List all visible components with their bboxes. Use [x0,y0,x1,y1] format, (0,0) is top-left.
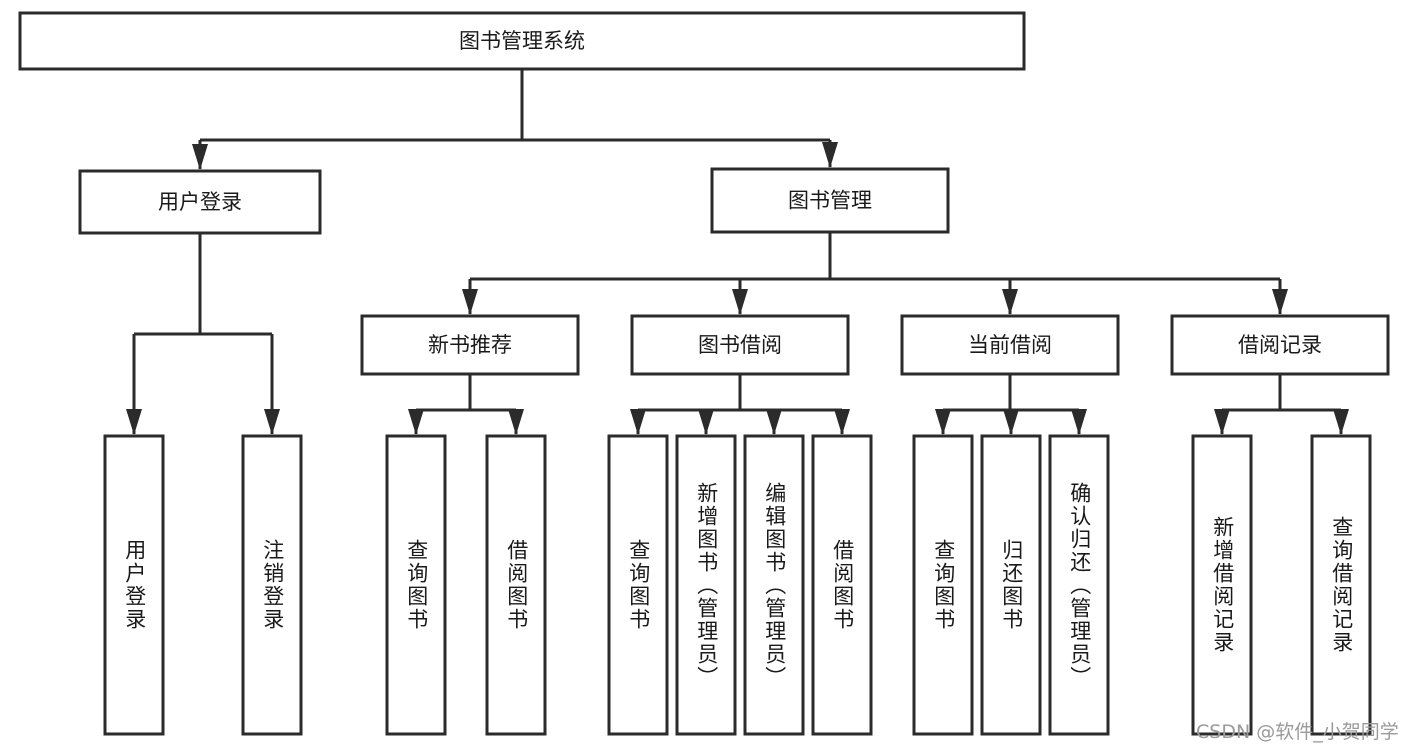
level2-node-1-box[interactable] [710,167,950,234]
leaf-node-0-box[interactable] [103,434,165,736]
leaf-node-9-box[interactable] [980,434,1042,736]
leaf-node-8-box[interactable] [912,434,974,736]
leaf-arrow-book-borrow-3 [834,409,850,435]
leaf-arrow-current-borrow-1 [1003,409,1019,435]
leaf-node-1-box[interactable] [241,434,303,736]
level3-arrow-1 [732,289,748,315]
connector-layer [126,69,1349,435]
root-node-label: 图书管理系统 [459,29,585,53]
level2-node-1-label: 图书管理 [788,189,872,213]
level2-arrow-0 [192,144,208,170]
level3-node-2-box[interactable] [900,314,1120,376]
level3-arrow-2 [1002,289,1018,315]
level3-node-3-box[interactable] [1170,314,1390,376]
leaf-arrow-new-book-recommend-1 [508,409,524,435]
leaf-arrow-borrow-record-1 [1333,409,1349,435]
level3-node-1-label: 图书借阅 [698,333,782,357]
leaf-arrow-borrow-record-0 [1214,409,1230,435]
leaf-node-12-box[interactable] [1310,434,1372,736]
leaf-node-5-box[interactable] [675,434,737,736]
level3-arrow-3 [1272,289,1288,315]
leaf-arrow-current-borrow-0 [935,409,951,435]
level2-node-0-box[interactable] [78,169,322,235]
leaf-arrow-book-borrow-1 [698,409,714,435]
leaf-arrow-user-login-1 [264,409,280,435]
leaf-arrow-new-book-recommend-0 [408,409,424,435]
leaf-node-7-box[interactable] [811,434,873,736]
csdn-watermark: CSDN @软件_小贺同学 [1196,721,1399,743]
level3-node-3-label: 借阅记录 [1238,333,1322,357]
leaf-arrow-current-borrow-2 [1071,409,1087,435]
leaf-node-10-box[interactable] [1048,434,1110,736]
level3-arrow-0 [462,289,478,315]
level2-node-0-label: 用户登录 [158,190,242,214]
leaf-arrow-book-borrow-0 [630,409,646,435]
level3-node-1-box[interactable] [630,314,850,376]
root-node-box[interactable] [18,11,1026,71]
leaf-arrow-book-borrow-2 [766,409,782,435]
leaf-node-4-box[interactable] [607,434,669,736]
leaf-node-6-box[interactable] [743,434,805,736]
leaf-node-2-box[interactable] [385,434,447,736]
level3-node-2-label: 当前借阅 [968,333,1052,357]
leaf-arrow-user-login-0 [126,409,142,435]
leaf-node-11-box[interactable] [1191,434,1253,736]
leaf-node-3-box[interactable] [485,434,547,736]
level3-node-0-label: 新书推荐 [428,333,512,357]
node-box-layer [18,11,1390,736]
level2-arrow-1 [822,142,838,168]
level3-node-0-box[interactable] [360,314,580,376]
